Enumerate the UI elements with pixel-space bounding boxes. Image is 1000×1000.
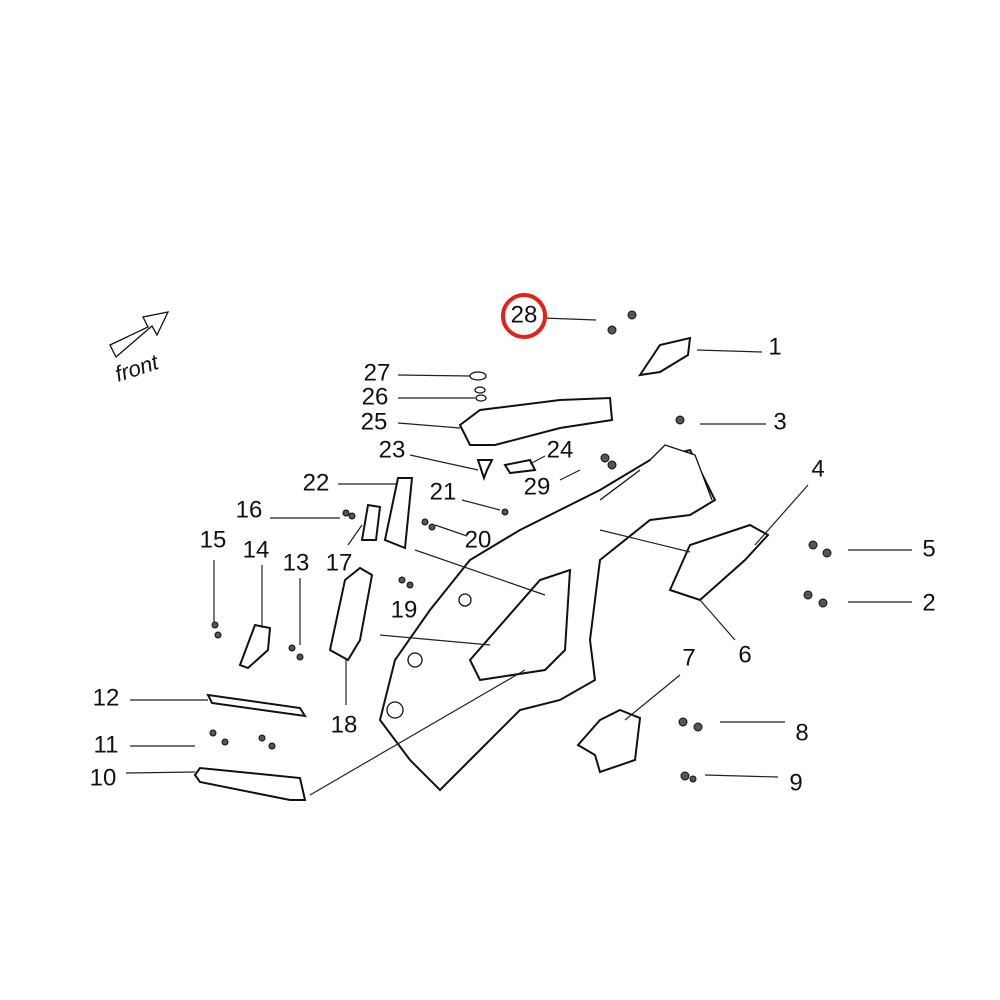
callout-24[interactable]: 24	[547, 436, 574, 463]
part-17-clip	[360, 503, 382, 541]
callout-28[interactable]: 28	[511, 301, 538, 328]
callout-17[interactable]: 17	[326, 549, 353, 576]
callout-23[interactable]: 23	[379, 436, 406, 463]
part-1-bracket	[637, 336, 692, 377]
callout-labels: 1 2 3 4 5 6 7 8 9 10 11 12 13 14 15 16 1…	[90, 301, 936, 796]
front-arrow-icon	[109, 311, 170, 359]
callout-12[interactable]: 12	[93, 684, 120, 711]
callout-13[interactable]: 13	[283, 549, 310, 576]
highlight-circle	[501, 293, 547, 339]
callout-2[interactable]: 2	[922, 589, 935, 616]
callout-16[interactable]: 16	[236, 496, 263, 523]
callout-21[interactable]: 21	[430, 478, 457, 505]
callout-10[interactable]: 10	[90, 764, 117, 791]
part-23-fastener	[476, 459, 494, 481]
part-27-washer	[469, 371, 487, 402]
callout-25[interactable]: 25	[361, 408, 388, 435]
part-14-clip	[238, 623, 272, 670]
callout-29[interactable]: 29	[524, 473, 551, 500]
part-25-cover	[458, 396, 614, 446]
callout-7[interactable]: 7	[682, 644, 695, 671]
callout-1[interactable]: 1	[768, 333, 781, 360]
callout-3[interactable]: 3	[773, 408, 786, 435]
callout-15[interactable]: 15	[200, 526, 227, 553]
callout-26[interactable]: 26	[362, 383, 389, 410]
part-24-pad	[503, 458, 537, 475]
callout-18[interactable]: 18	[331, 711, 358, 738]
callout-11[interactable]: 11	[94, 731, 119, 758]
callout-20[interactable]: 20	[465, 526, 492, 553]
callout-4[interactable]: 4	[811, 455, 824, 482]
leader-lines	[125, 317, 912, 796]
part-22-panel	[383, 477, 414, 550]
part-7-cover	[576, 708, 642, 774]
callout-6[interactable]: 6	[738, 641, 751, 668]
part-4-6-bracket	[668, 523, 770, 602]
callout-8[interactable]: 8	[795, 719, 808, 746]
part-12-strip	[206, 693, 307, 718]
part-18-plate	[328, 566, 374, 662]
part-10-guard	[193, 766, 307, 801]
callout-22[interactable]: 22	[303, 469, 330, 496]
callout-5[interactable]: 5	[922, 535, 935, 562]
callout-9[interactable]: 9	[789, 769, 802, 796]
fasteners	[209, 310, 832, 783]
callout-14[interactable]: 14	[243, 536, 270, 563]
callout-27[interactable]: 27	[364, 359, 391, 386]
callout-19[interactable]: 19	[391, 596, 418, 623]
